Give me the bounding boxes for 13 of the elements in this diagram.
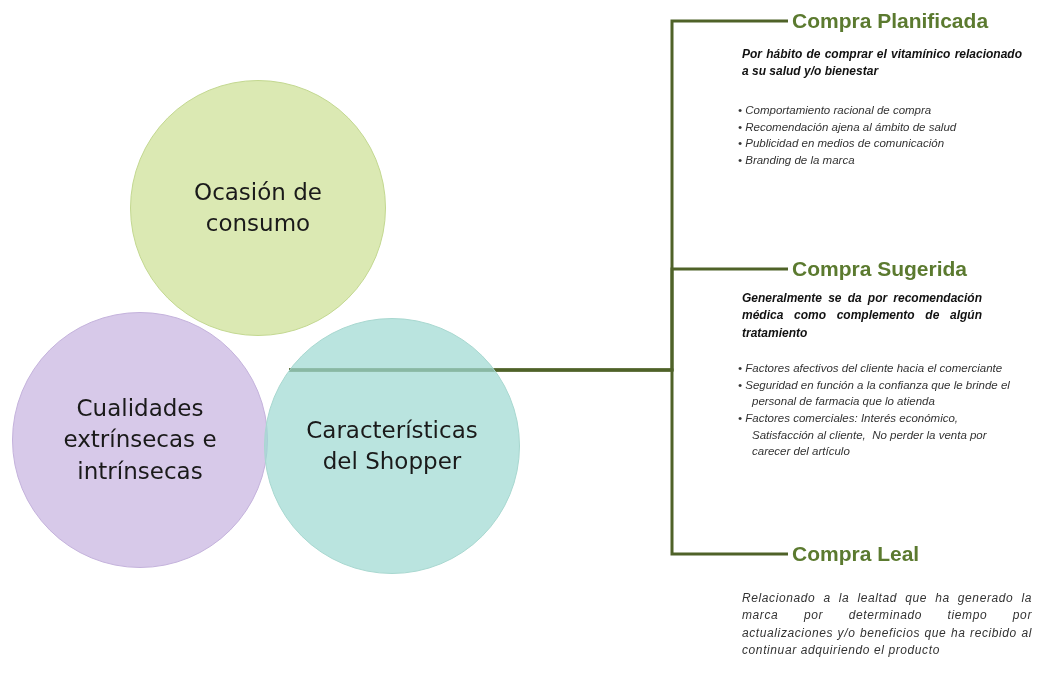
bullet-item: • Factores comerciales: Interés económico, Satisfacción al cliente, No perder la venta por carecer del artículo [737,411,988,460]
section-description: Relacionado a la lealtad que ha generado la marca por determinado tiempo por actualizaciones y/o beneficios que ha recibido al continuar adquiriendo el producto [742,590,1032,660]
bullet-item: • Seguridad en función a la confianza que le brinde el personal de farmacia que lo atienda [737,377,1010,410]
bullet-item: • Comportamiento racional de compra [737,103,933,118]
bullet-item: • Branding de la marca [737,153,856,168]
bullet-item: • Factores afectivos del cliente hacia el comerciante [737,361,1004,376]
circle-label: Características del Shopper [305,415,479,476]
section-description: Por hábito de comprar el vitamínico relacionado a su salud y/o bienestar [742,46,1022,81]
bullet-item: • Recomendación ajena al ámbito de salud [737,119,958,135]
bullet-item: • Publicidad en medios de comunicación [737,136,946,152]
section-description: Generalmente se da por recomendación médica como complemento de algún tratamiento [742,290,982,342]
circle-label: Cualidades extrínsecas e intrínsecas [62,394,218,486]
circle-label: Ocasión de consumo [193,177,323,238]
